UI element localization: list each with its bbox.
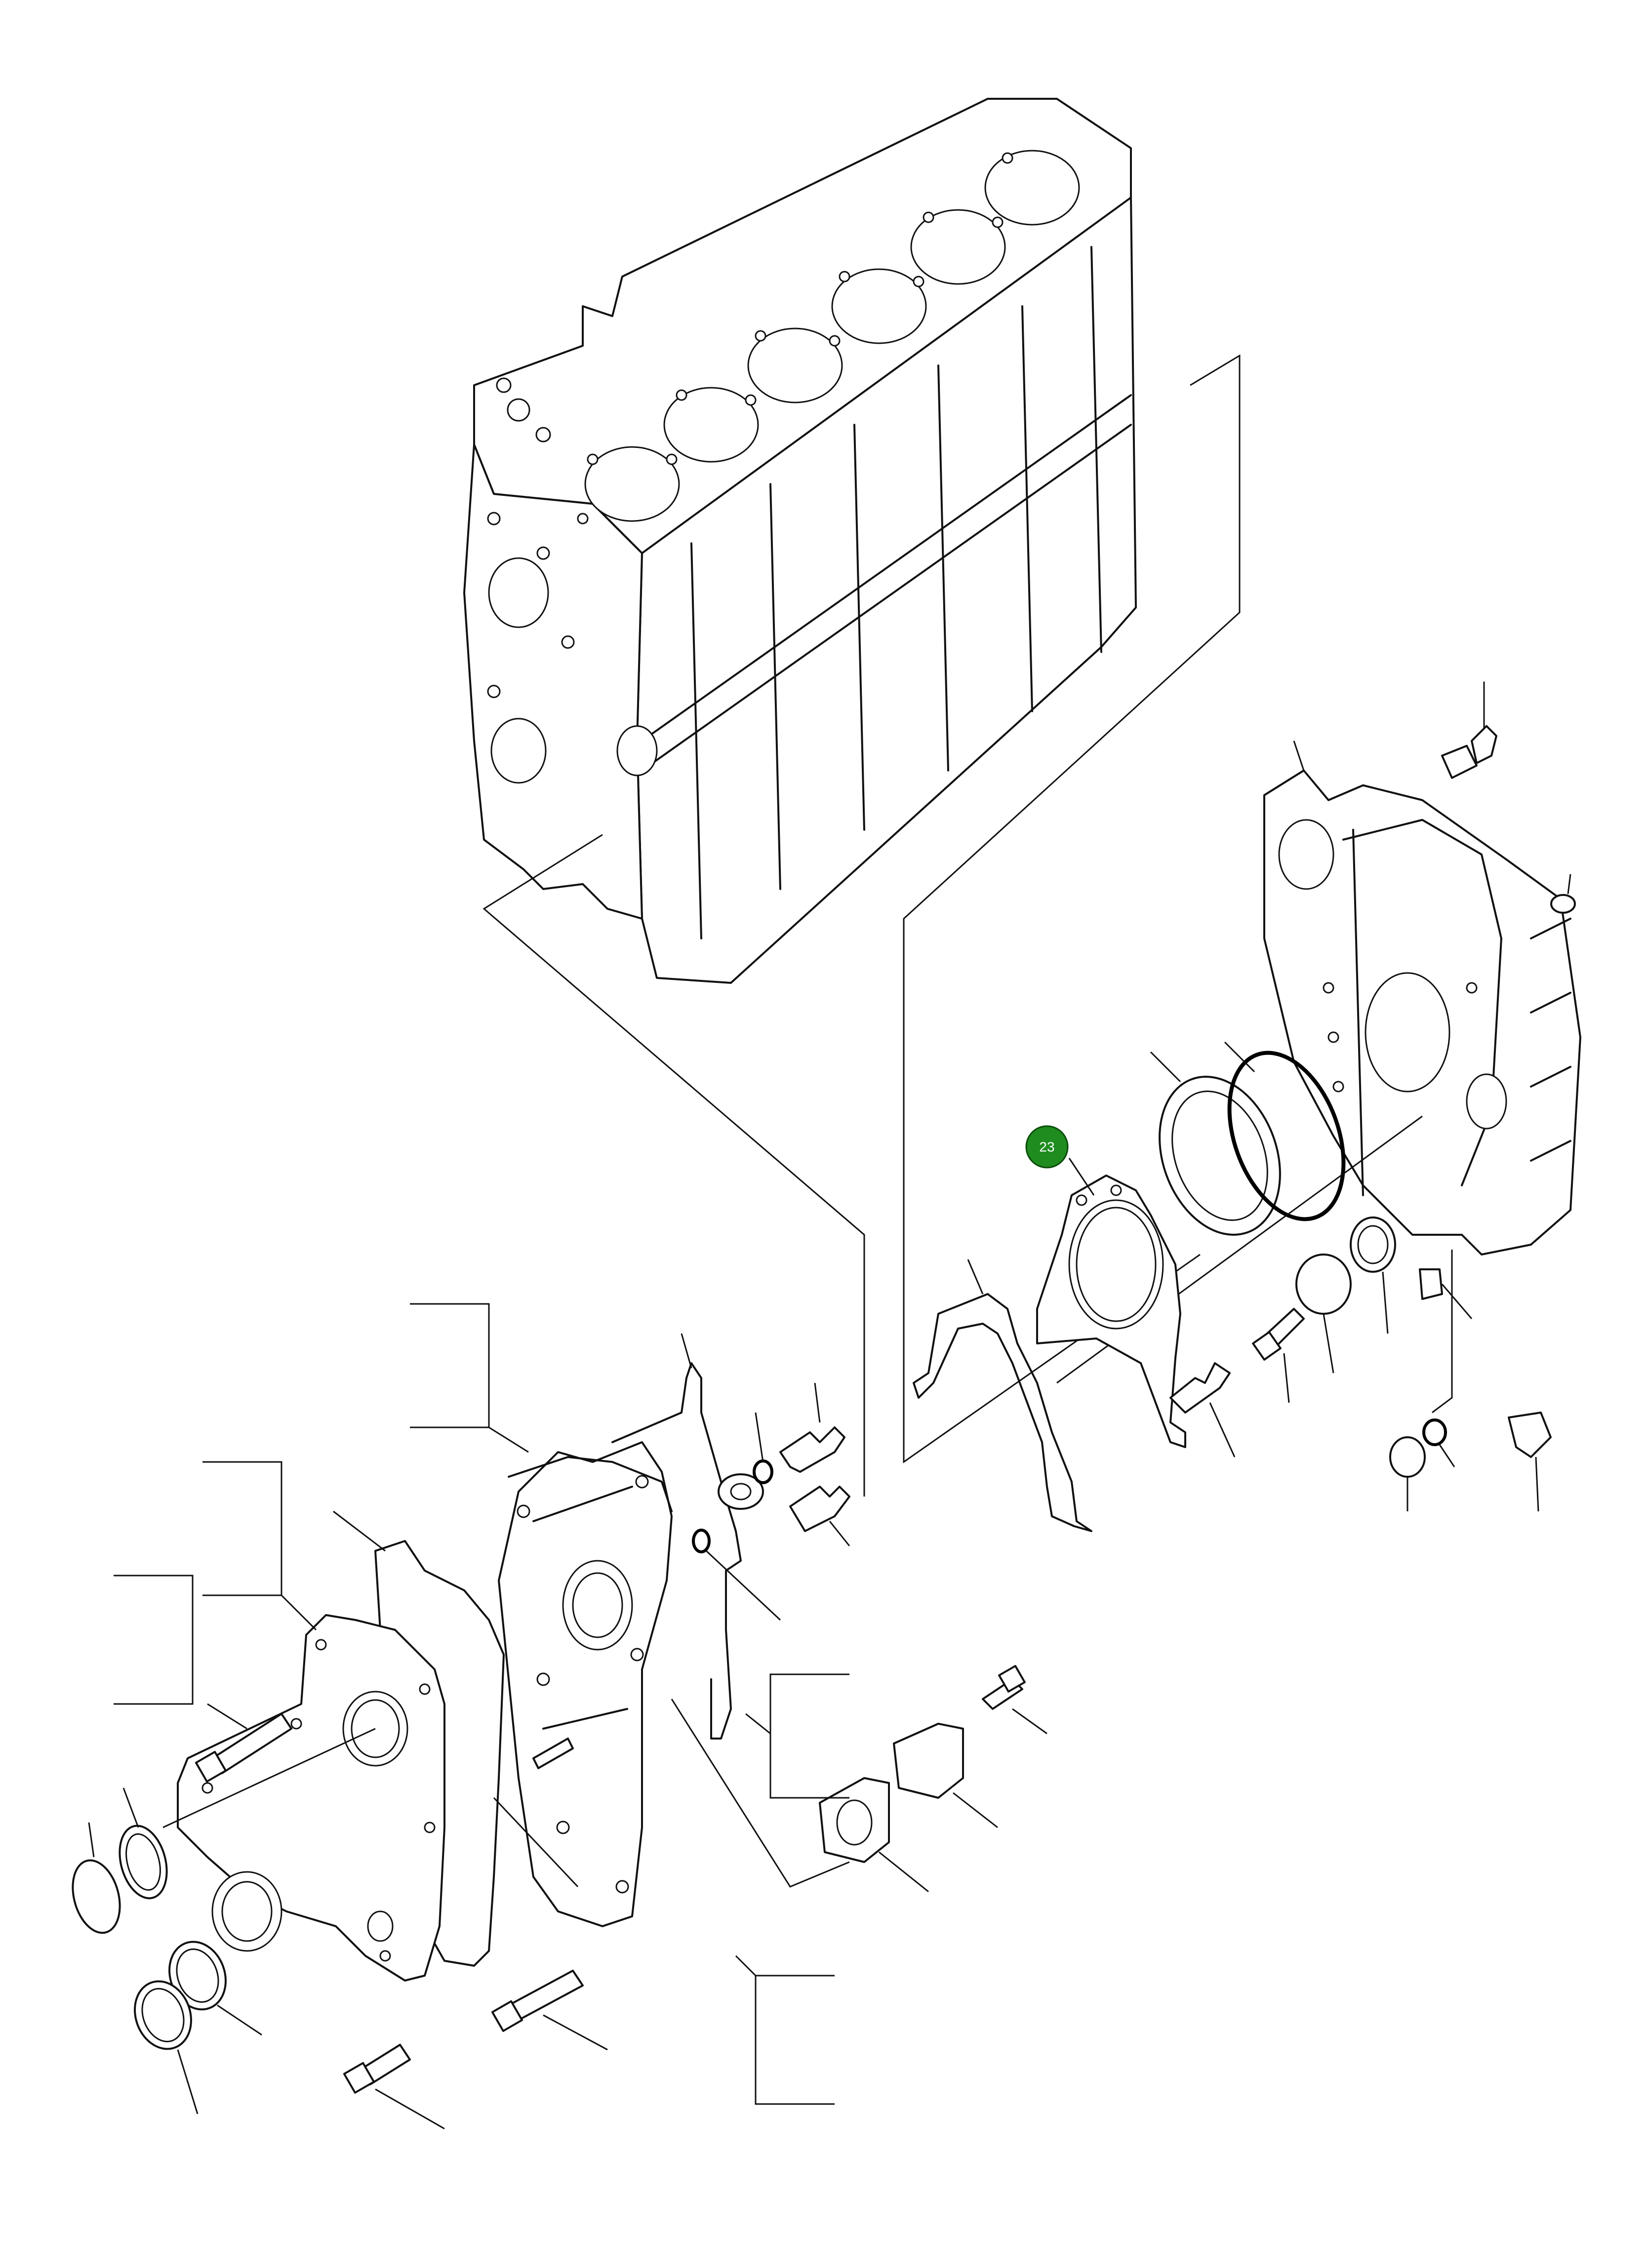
rear-seal-carrier (1036, 1174, 1186, 1448)
reference-line-block-front (482, 834, 865, 1497)
drain-fitting (1419, 1250, 1473, 1414)
crank-axis-line-front (162, 1728, 376, 1828)
group-bracket-1 (410, 1303, 529, 1453)
leader-gasket-timing (333, 1510, 386, 1552)
plate-bolt (1252, 1308, 1305, 1403)
front-cover-cap (72, 1822, 121, 1934)
cylinder-bores (584, 150, 1080, 522)
sleeve-ring (168, 1941, 262, 2036)
mounting-clip (1508, 1412, 1552, 1512)
engine-block (463, 98, 1241, 1497)
o-ring-housing (1224, 1041, 1346, 1221)
group-bracket-2 (202, 1461, 317, 1631)
housing-plug (1550, 874, 1576, 914)
housing-o-ring (692, 1529, 781, 1621)
group-bracket-5 (735, 1955, 835, 2105)
front-face-bores (487, 512, 658, 784)
callout-23-badge (1025, 1125, 1069, 1169)
callout-23-label: 23 (1039, 1139, 1054, 1155)
timing-plate-gasket (508, 1456, 673, 1512)
timing-gear-housing (498, 1441, 673, 1927)
access-cover-plate (893, 1723, 998, 1828)
threaded-connector-lower (789, 1486, 850, 1546)
block-ribs (641, 246, 1132, 939)
front-crank-seal (119, 1787, 168, 1900)
housing-bolt-inner (493, 1738, 579, 1888)
reference-line-cover-plate (671, 1699, 850, 1888)
access-cover-bolt (982, 1665, 1047, 1735)
carrier-bolt (1169, 1362, 1236, 1458)
cover-bolt-lower (343, 2044, 445, 2130)
drain-plug (1389, 1436, 1426, 1511)
wear-ring (134, 1980, 199, 2114)
access-cover-gasket (819, 1777, 929, 1893)
housing-bolt-lower (491, 1970, 608, 2051)
callout-23[interactable]: 23 (1025, 1125, 1069, 1169)
cover-bolt-upper (195, 1703, 292, 1783)
head-bolt-holes (496, 152, 1013, 525)
plate-gasket (1350, 1216, 1396, 1334)
fitting-block (718, 1473, 764, 1510)
callout-23-leader (1068, 1158, 1095, 1196)
small-cover-plate (1295, 1254, 1352, 1374)
flywheel-housing (1263, 770, 1581, 1256)
fitting-o-ring (753, 1412, 773, 1484)
crankshaft-rear-seal (1150, 1051, 1281, 1236)
rear-carrier-gasket (913, 1259, 1092, 1532)
timing-housing-gasket (611, 1333, 742, 1740)
housing-bolt (1293, 682, 1497, 779)
group-bracket-3 (114, 1575, 194, 1705)
timing-cover (177, 1614, 445, 1982)
reference-line-block-rear (903, 354, 1241, 1463)
drain-plug-seal (1422, 1418, 1455, 1467)
group-bracket-4 (745, 1673, 849, 1799)
threaded-connector (779, 1382, 845, 1473)
